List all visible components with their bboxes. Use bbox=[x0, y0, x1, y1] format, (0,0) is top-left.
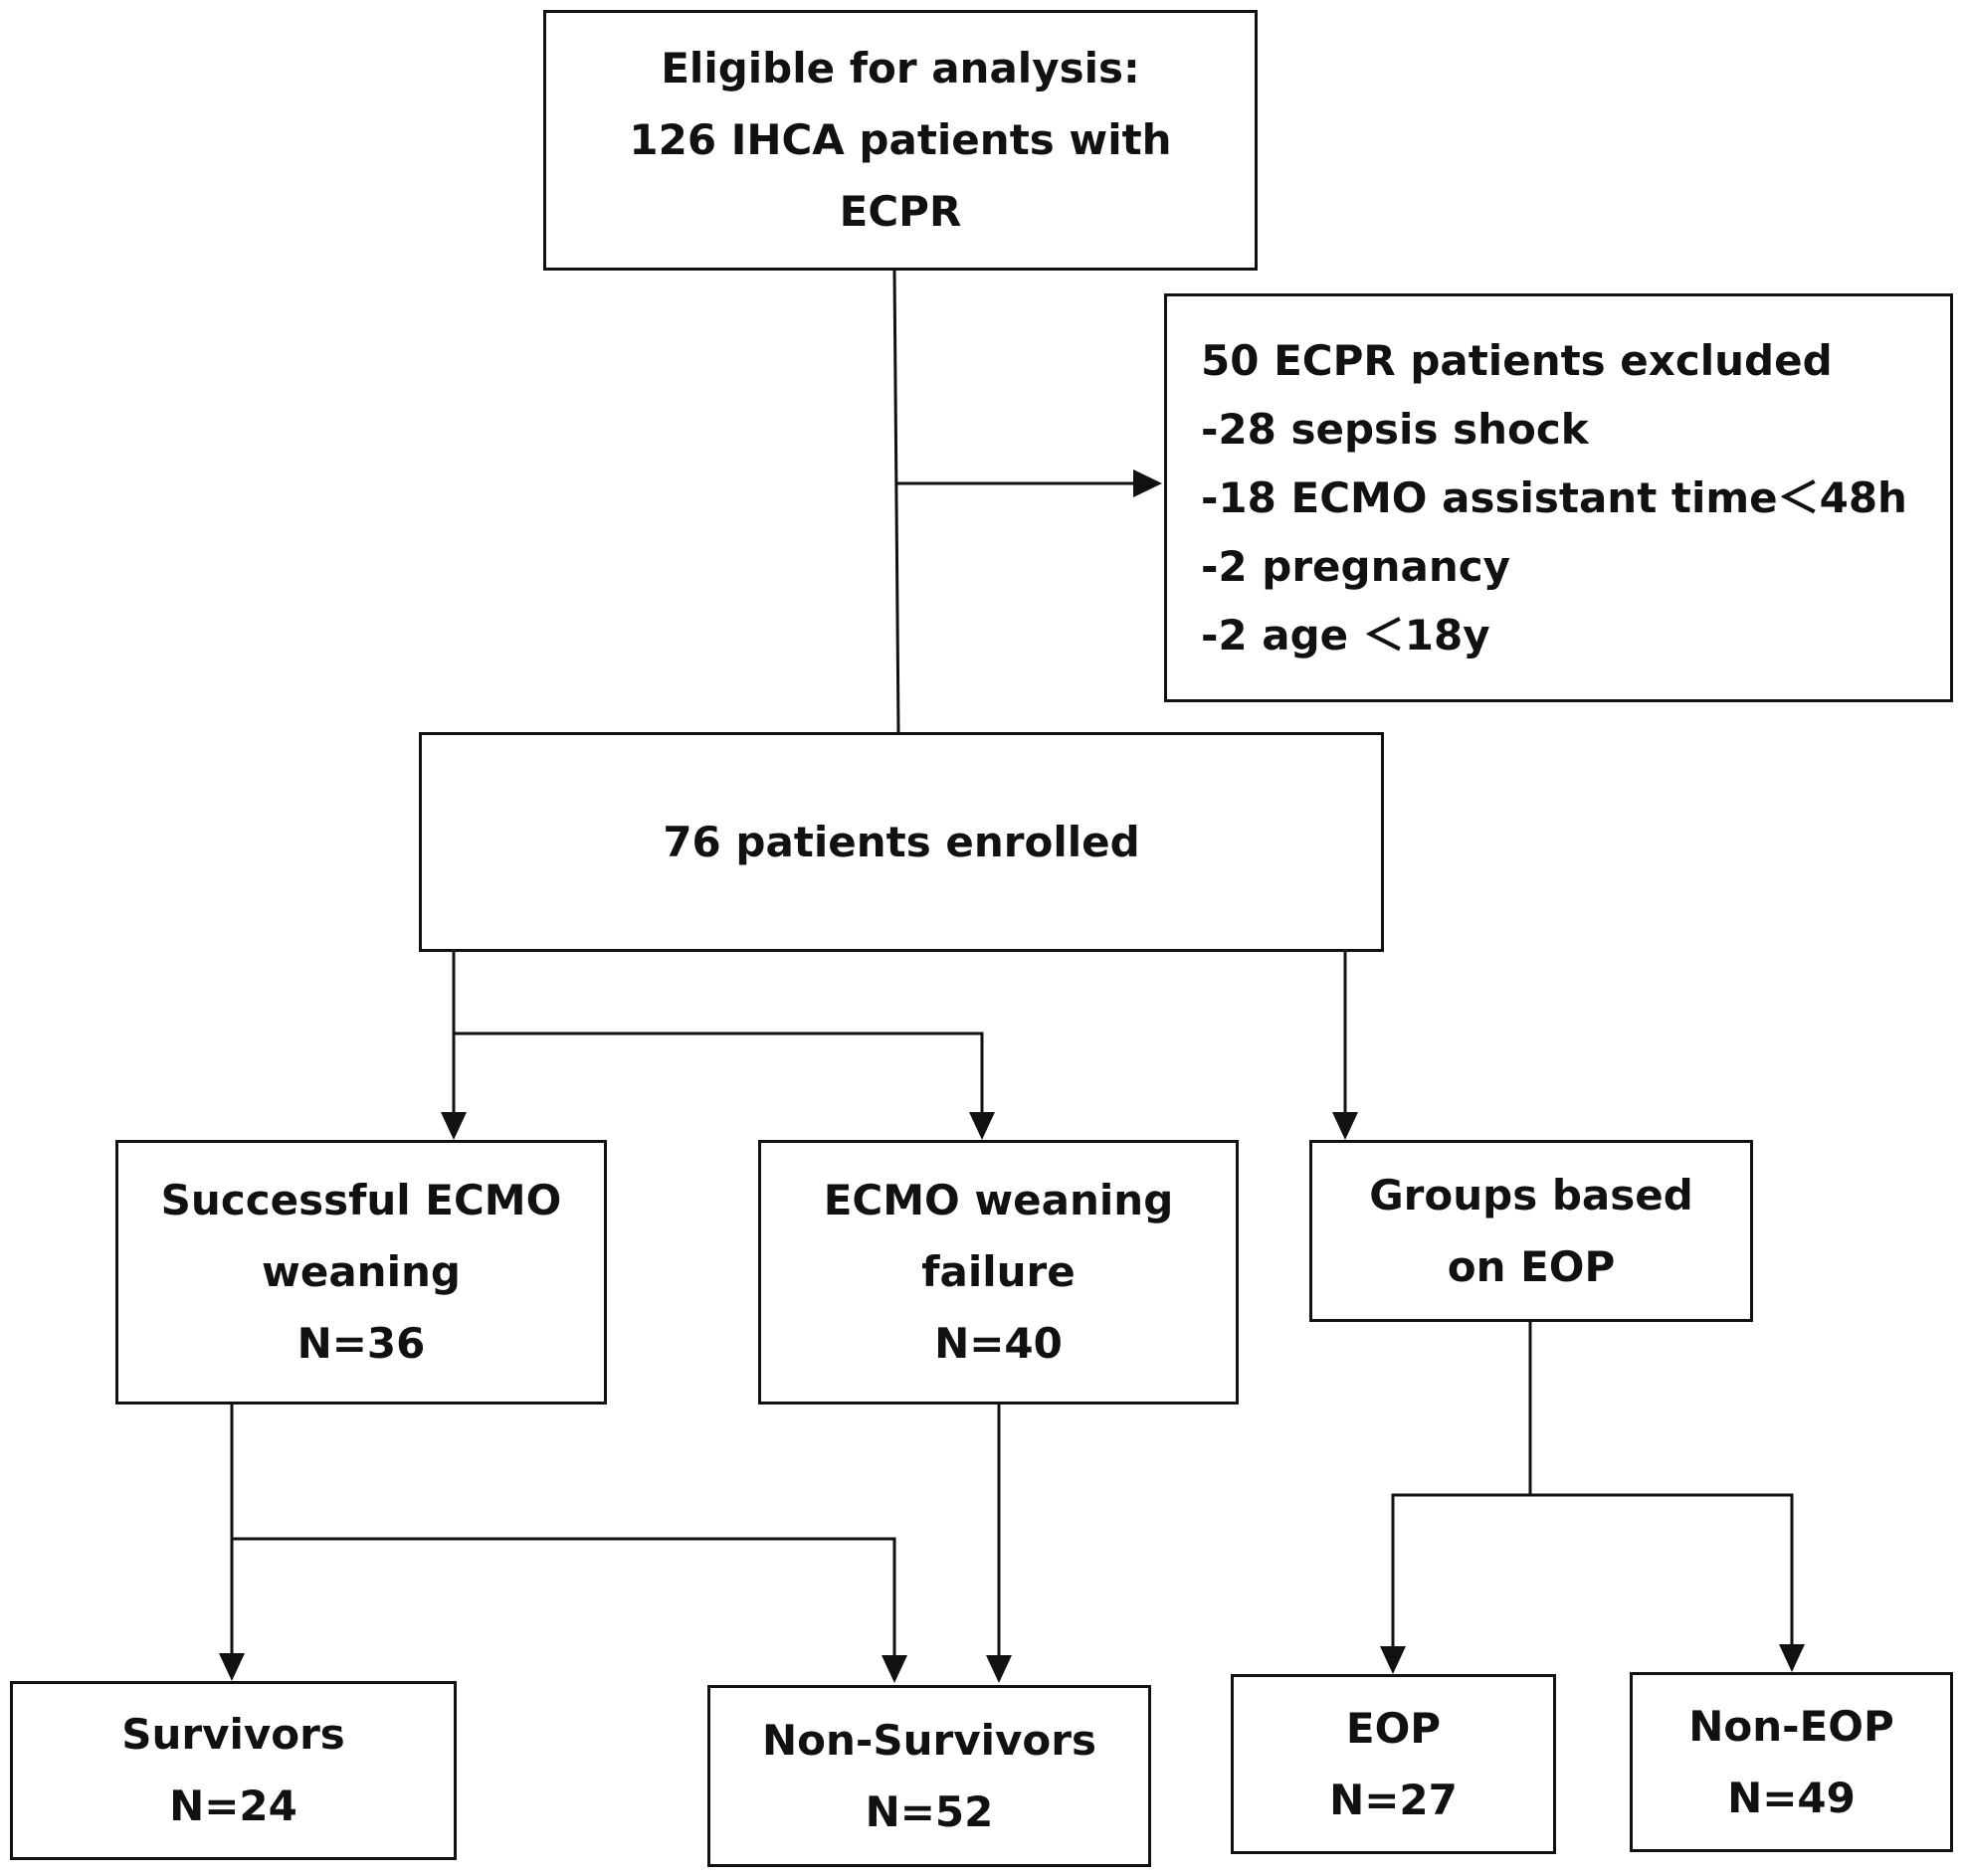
eop-box: EOP N=27 bbox=[1231, 1674, 1556, 1854]
non-survivors-box: Non-Survivors N=52 bbox=[707, 1685, 1151, 1867]
eligible-line-1: Eligible for analysis: bbox=[661, 44, 1140, 93]
weaning-failure-line-1: ECMO weaning bbox=[823, 1176, 1174, 1224]
enrolled-box: 76 patients enrolled bbox=[419, 732, 1384, 952]
survivors-count: N=24 bbox=[169, 1782, 297, 1830]
weaning-success-line-1: Successful ECMO bbox=[160, 1176, 562, 1224]
survivors-box: Survivors N=24 bbox=[10, 1681, 457, 1860]
eop-groups-line-2: on EOP bbox=[1447, 1241, 1616, 1291]
non-survivors-count: N=52 bbox=[865, 1786, 994, 1836]
weaning-success-count: N=36 bbox=[296, 1319, 426, 1368]
excluded-line-5: -2 age ＜18y bbox=[1201, 611, 1490, 659]
trunk-line bbox=[892, 270, 900, 734]
arrowhead-eop-groups bbox=[1332, 1112, 1358, 1140]
eligible-box: Eligible for analysis: 126 IHCA patients… bbox=[543, 10, 1258, 271]
weaning-failure-line-2: failure bbox=[921, 1247, 1076, 1296]
eop-count: N=27 bbox=[1329, 1775, 1458, 1824]
eligible-line-2: 126 IHCA patients with bbox=[629, 115, 1172, 164]
arrowhead-non-eop bbox=[1779, 1644, 1805, 1672]
eop-groups-line-1: Groups based bbox=[1369, 1170, 1693, 1219]
arrowhead-non-survivors-a bbox=[882, 1655, 907, 1683]
eop-label: EOP bbox=[1345, 1703, 1442, 1753]
survivors-label: Survivors bbox=[121, 1710, 345, 1759]
weaning-failure-box: ECMO weaning failure N=40 bbox=[758, 1140, 1239, 1405]
non-eop-box: Non-EOP N=49 bbox=[1630, 1672, 1953, 1852]
non-eop-label: Non-EOP bbox=[1688, 1701, 1894, 1751]
excluded-line-4: -2 pregnancy bbox=[1201, 542, 1511, 591]
arrowhead-excluded bbox=[1133, 469, 1162, 497]
excluded-line-3: -18 ECMO assistant time＜48h bbox=[1201, 473, 1907, 522]
non-eop-split bbox=[1530, 1493, 1794, 1659]
non-survivors-label: Non-Survivors bbox=[762, 1715, 1096, 1765]
arrowhead-success bbox=[441, 1112, 467, 1140]
enrolled-label: 76 patients enrolled bbox=[663, 817, 1140, 866]
eop-split bbox=[1391, 1321, 1532, 1661]
excluded-box: 50 ECPR patients excluded -28 sepsis sho… bbox=[1164, 293, 1953, 702]
weaning-success-box: Successful ECMO weaning N=36 bbox=[115, 1140, 607, 1405]
eop-groups-box: Groups based on EOP bbox=[1309, 1140, 1753, 1322]
arrowhead-failure bbox=[969, 1112, 995, 1140]
excluded-line-1: 50 ECPR patients excluded bbox=[1201, 336, 1833, 385]
arrowhead-survivors bbox=[219, 1653, 245, 1681]
enrolled-split bbox=[454, 1032, 984, 1114]
success-split bbox=[232, 1537, 896, 1664]
excluded-line-2: -28 sepsis shock bbox=[1201, 405, 1589, 454]
non-eop-count: N=49 bbox=[1727, 1773, 1856, 1822]
arrowhead-non-survivors-b bbox=[986, 1655, 1012, 1683]
arrowhead-eop bbox=[1380, 1646, 1406, 1674]
eligible-line-3: ECPR bbox=[839, 187, 962, 236]
weaning-success-line-2: weaning bbox=[262, 1247, 461, 1296]
weaning-failure-count: N=40 bbox=[934, 1319, 1063, 1368]
